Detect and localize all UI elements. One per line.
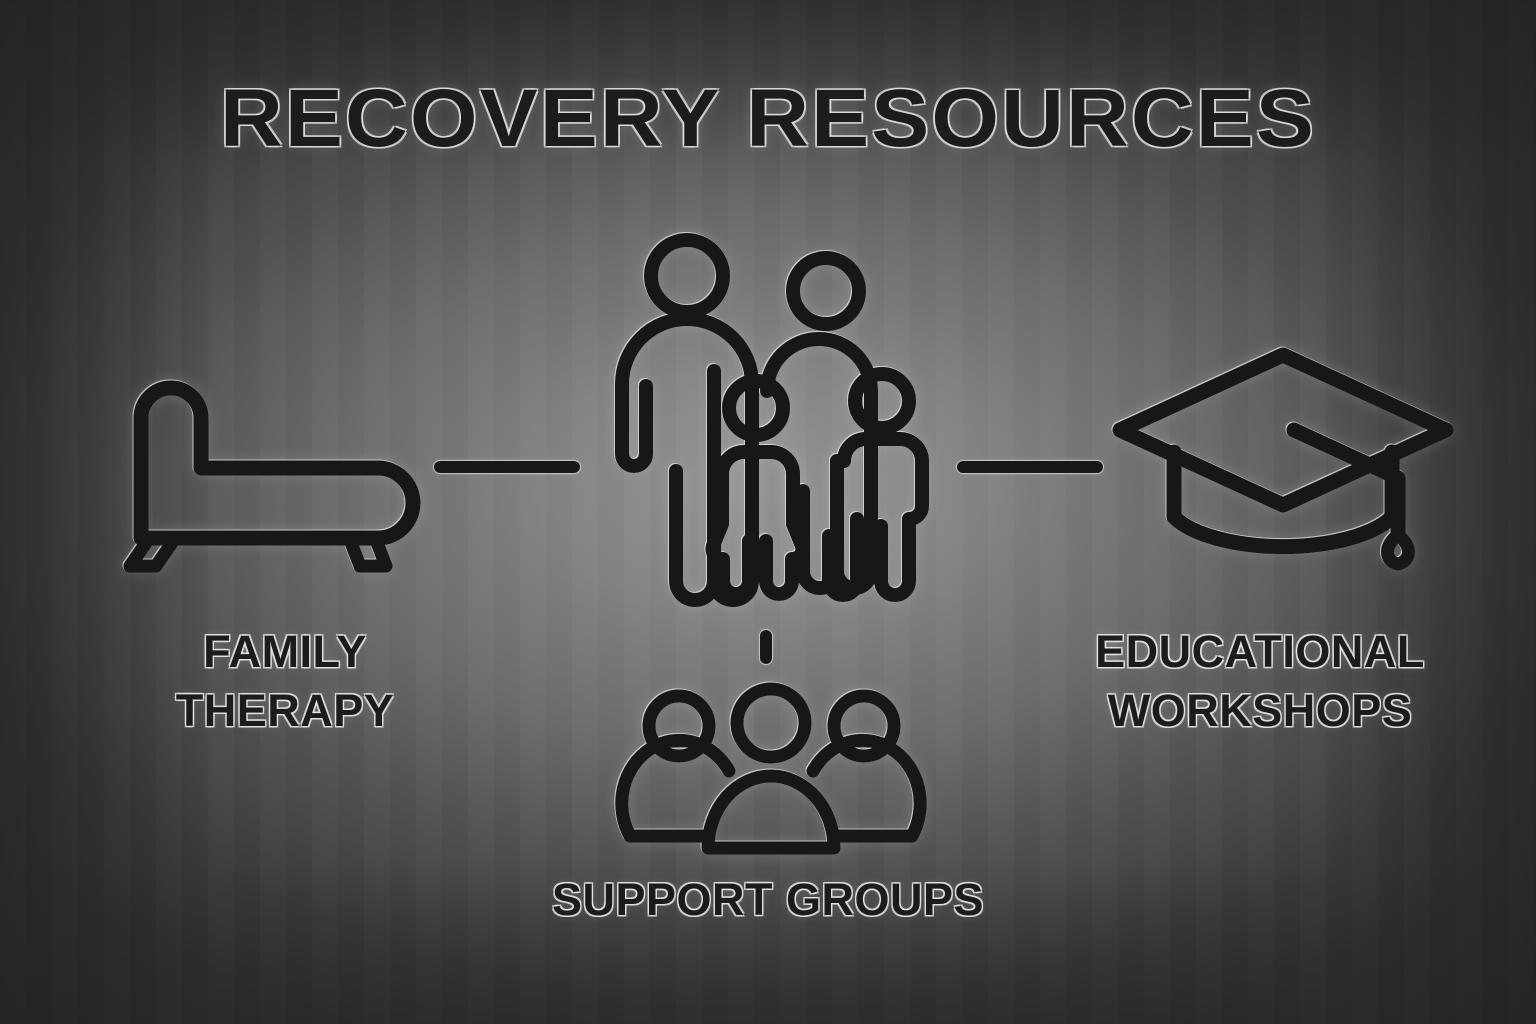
connector-line-left bbox=[434, 461, 580, 473]
three-people-icon bbox=[612, 678, 930, 858]
connector-line-bottom bbox=[760, 630, 772, 664]
family-group-icon bbox=[604, 233, 934, 611]
graduation-cap-icon bbox=[1108, 345, 1458, 571]
connector-line-right bbox=[957, 461, 1103, 473]
page-title: RECOVERY RESOURCES bbox=[220, 73, 1316, 164]
chaise-lounge-icon bbox=[78, 368, 421, 573]
